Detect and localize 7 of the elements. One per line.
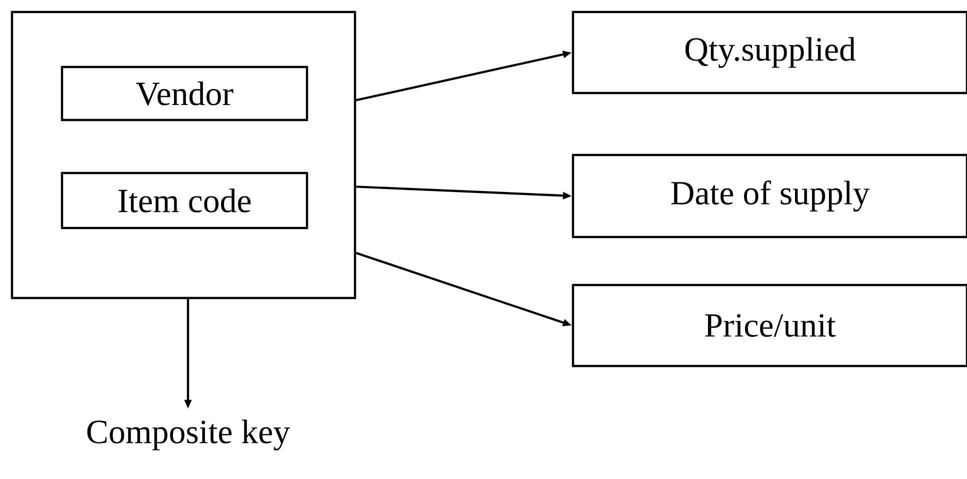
field-box: Item code — [60, 172, 308, 230]
label-text: Composite key — [87, 420, 290, 450]
field-box: Vendor — [60, 66, 308, 122]
entity-box — [10, 10, 356, 300]
attribute-box: Date of supply — [572, 154, 967, 238]
attribute-box: Price/unit — [572, 284, 967, 368]
attribute-box: Qty.supplied — [572, 10, 967, 94]
